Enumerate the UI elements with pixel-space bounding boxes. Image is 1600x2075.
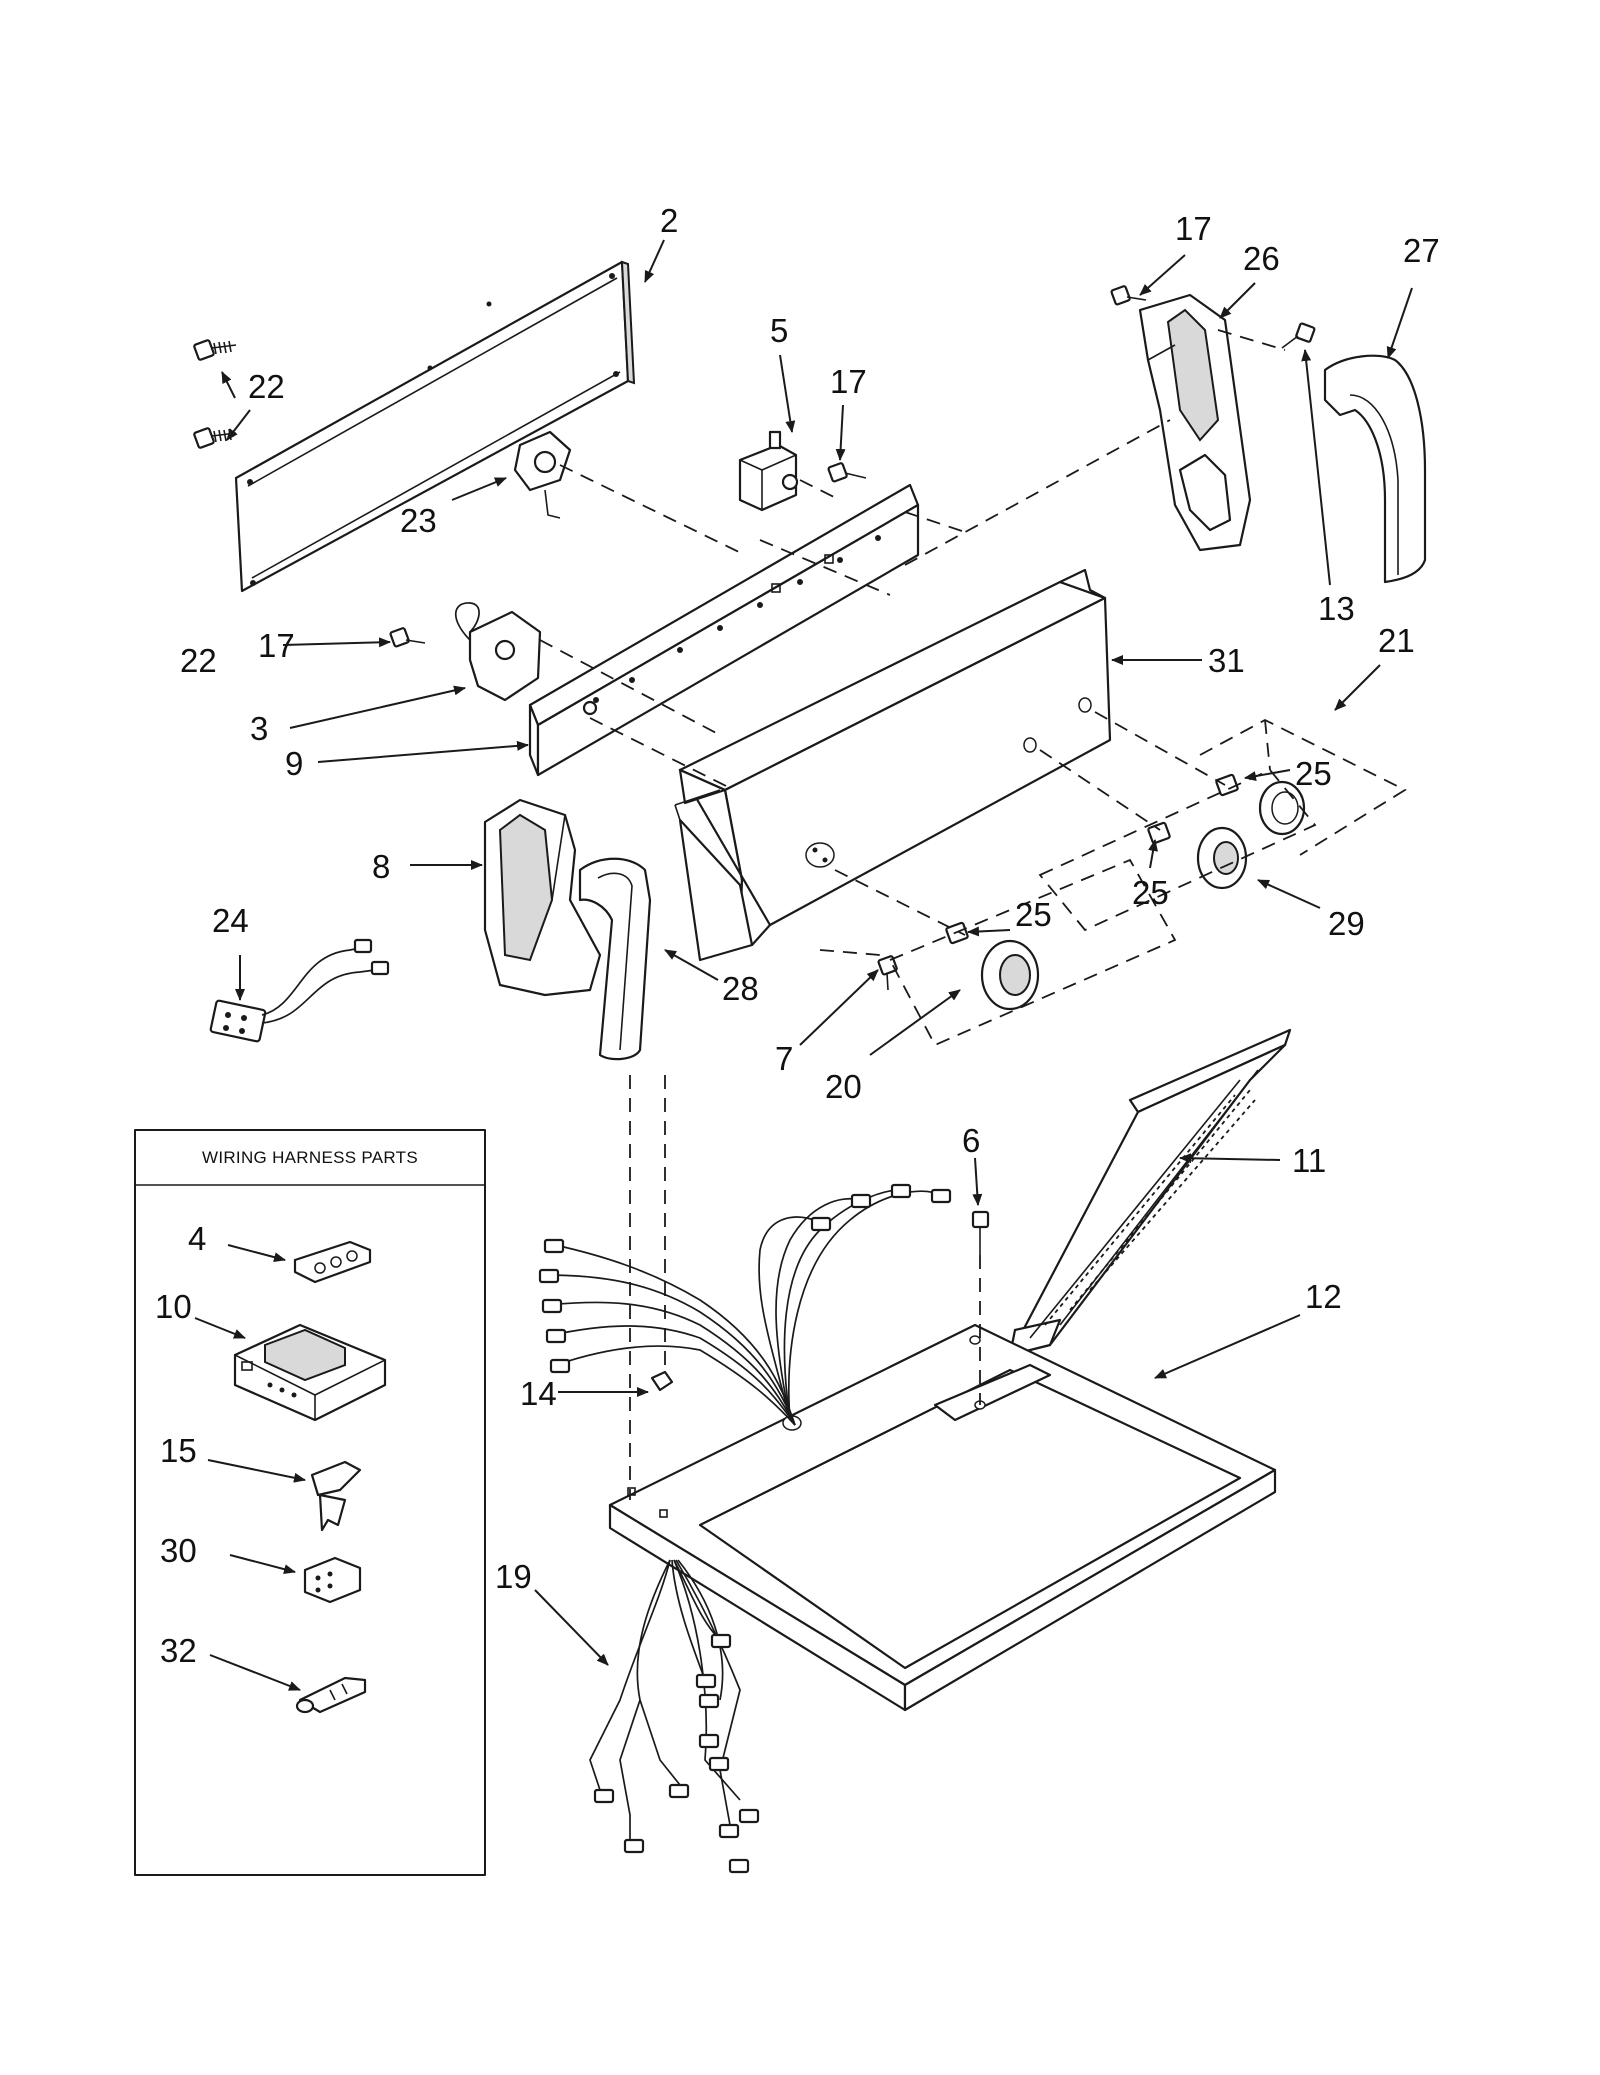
dashed-guides: [539, 329, 1407, 1500]
part-12-top: [608, 1323, 1277, 1712]
callout-29: 29: [1328, 905, 1365, 942]
wiring-harness-box: WIRING HARNESS PARTS 4 10 15: [134, 1129, 486, 1876]
callout-labels: 2 22 22 23 17 3 9 5 17 17 26 27 13 31 21…: [180, 202, 1440, 1595]
callout-21: 21: [1378, 622, 1415, 659]
part-14-clip: [650, 1370, 674, 1392]
screw-22-lower: [193, 427, 237, 449]
callout-31: 31: [1208, 642, 1245, 679]
callout-9: 9: [285, 745, 303, 782]
part-5-switch: [738, 430, 799, 512]
part-20-knob: [980, 939, 1040, 1011]
callout-6: 6: [962, 1122, 980, 1159]
box-callout-32: 32: [160, 1632, 197, 1669]
leader-arrows: [221, 239, 1413, 1666]
callout-23: 23: [400, 502, 437, 539]
wiring-harness-title: WIRING HARNESS PARTS: [202, 1148, 418, 1167]
box-callout-10: 10: [155, 1288, 192, 1325]
callout-11: 11: [1292, 1142, 1326, 1179]
item-4-connector: [293, 1240, 372, 1284]
box-callout-30: 30: [160, 1532, 197, 1569]
screw-17-left: [389, 627, 426, 648]
box-callout-4: 4: [188, 1220, 206, 1257]
callout-3: 3: [250, 710, 268, 747]
part-19-harness: [589, 1559, 760, 1874]
callout-14: 14: [520, 1375, 557, 1412]
callout-25-lower: 25: [1015, 896, 1052, 933]
part-2-panel: [234, 260, 636, 593]
box-callout-15: 15: [160, 1432, 197, 1469]
callout-26: 26: [1243, 240, 1280, 277]
callout-20: 20: [825, 1068, 862, 1105]
screw-22-upper: [193, 339, 237, 361]
callout-8: 8: [372, 848, 390, 885]
callout-2: 2: [660, 202, 678, 239]
screw-13: [1281, 322, 1316, 349]
screw-7: [877, 955, 898, 991]
part-29-knob-small: [1196, 826, 1248, 890]
callout-12: 12: [1305, 1278, 1342, 1315]
item-15-clip: [310, 1460, 362, 1532]
callout-17-left: 17: [258, 627, 295, 664]
part-28-cover: [578, 857, 652, 1061]
part-9-bracket: [528, 483, 920, 777]
callout-19: 19: [495, 1558, 532, 1595]
part-31-console: [674, 568, 1112, 962]
part-24-harness: [209, 938, 390, 1043]
wiring-harness-bundle: [538, 1183, 952, 1426]
part-3-timer: [454, 602, 542, 702]
part-27-cover: [1323, 354, 1427, 584]
part-8-end-cap: [483, 798, 602, 997]
item-30-connector: [303, 1556, 362, 1604]
item-10-connector-block: [233, 1323, 387, 1422]
screw-17-top-right: [1110, 285, 1147, 306]
callout-17-mid: 17: [830, 363, 867, 400]
callout-25-upper: 25: [1295, 755, 1332, 792]
callout-17-top: 17: [1175, 210, 1212, 247]
callout-13: 13: [1318, 590, 1355, 627]
callout-7: 7: [775, 1040, 793, 1077]
callout-24: 24: [212, 902, 249, 939]
callout-27: 27: [1403, 232, 1440, 269]
screw-17-right-of-5: [827, 462, 867, 483]
callout-5: 5: [770, 312, 788, 349]
part-6-screw: [971, 1210, 990, 1255]
part-25-bushing-mid: [1147, 821, 1171, 845]
callout-25-mid: 25: [1132, 874, 1169, 911]
callout-28: 28: [722, 970, 759, 1007]
part-23-switch: [513, 430, 572, 519]
callout-22-upper: 22: [248, 368, 285, 405]
item-32-terminal: [295, 1676, 367, 1714]
part-26-end-cap: [1138, 293, 1252, 552]
part-29-knob-round: [1258, 780, 1306, 836]
part-11-duct: [1008, 1028, 1292, 1357]
part-25-bushing-upper: [1215, 773, 1239, 797]
callout-22-lower: 22: [180, 642, 217, 679]
